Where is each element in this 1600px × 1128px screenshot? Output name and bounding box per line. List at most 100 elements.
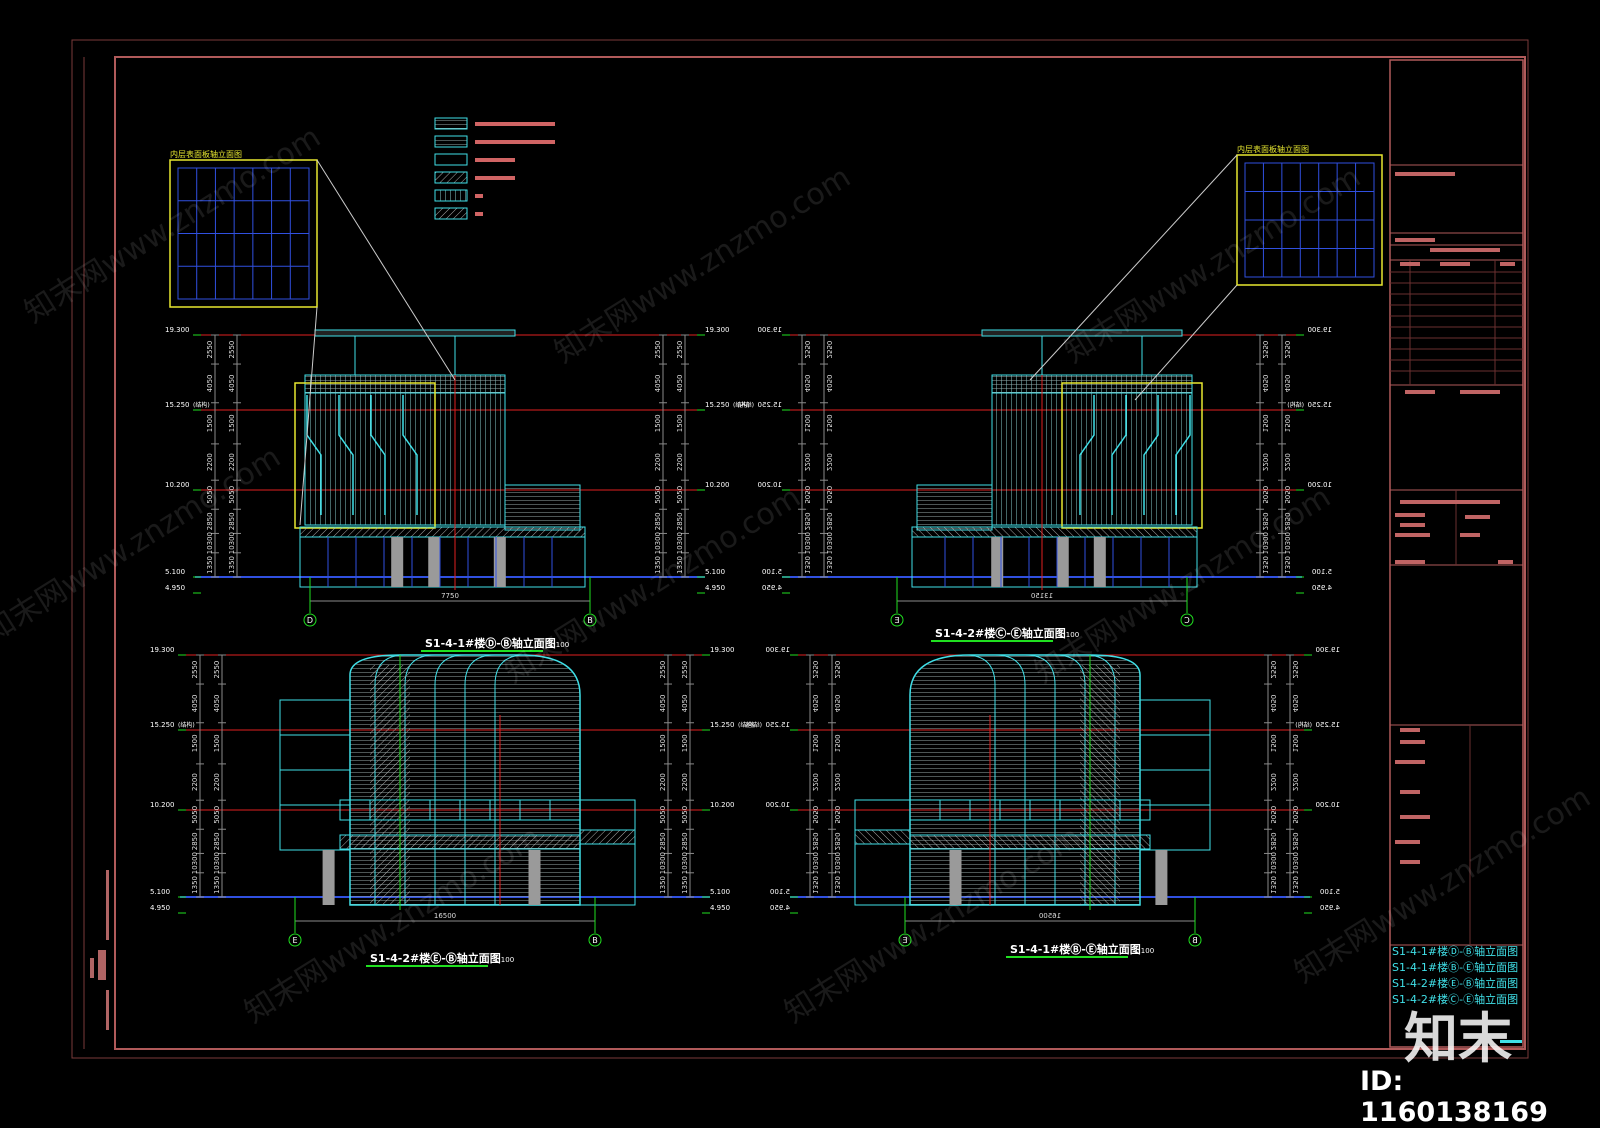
bottom_left-right-b-dim-text-7: 1350 [681,876,689,894]
top_right-leader-2 [1134,284,1238,401]
bottom_left-level-left-ground: 5.100 [150,888,170,896]
top_left-left-b-dim-text-2: 1500 [228,414,236,432]
top_right-level-left-ground: 5.100 [1312,568,1332,576]
top_left-facade-fin-0 [306,395,322,515]
bottom_left-level-left-roof: 19.300 [150,646,175,654]
top_left-right-b-dim-text-5: 2850 [676,512,684,530]
legend-swatch-3 [434,153,468,166]
top_left-level-note-right: (结构) [733,401,750,409]
bottom_left-level-note-left: (结构) [178,721,195,729]
bottom_left-left-b-dim-text-7: 1350 [213,876,221,894]
top_right-level-right-base: 4.950 [762,584,782,592]
title-block-text-bar-1 [1395,238,1435,242]
bottom_right-right-a-dim-text-5: 2850 [833,832,841,850]
bottom_left-left-b-dim-text-0: 2550 [213,661,221,679]
bottom_left-right-a-dim-text-1: 4050 [659,694,667,712]
bottom_left-column-1 [528,850,541,905]
top_left-right-a-dim-text-2: 1500 [654,414,662,432]
top_right-facade-fin-3 [1079,395,1095,515]
top_right-left-b-dim-text-1: 4050 [1261,374,1269,392]
bottom_right-level-note-right: (结构) [745,721,762,729]
top_right-right-b-dim-text-6: 10300 [803,532,811,554]
top_left-left-a-dim-text-2: 1500 [206,414,214,432]
bottom_left-right-b-dim-text-1: 4050 [681,694,689,712]
bottom_left-left-a-dim-text-1: 4050 [191,694,199,712]
top_right-left-a-dim-text-1: 4050 [1283,374,1291,392]
top_left-detail: 内层表面板轴立面图 [169,149,456,526]
bottom_right-right-b-dim-text-5: 2850 [811,832,819,850]
bottom_left-right-b-dim-text-6: 10300 [681,852,689,874]
top_right-leader-1 [1029,154,1238,381]
top_right-left-b-dim-text-7: 1350 [1261,556,1269,574]
bottom_right-left-b-dim-text-3: 2200 [1269,773,1277,791]
bottom_right-right-a-dim-text-1: 4050 [833,694,841,712]
bottom_right-left-a-dim-text-2: 1500 [1291,734,1299,752]
drawing-list-item-3: S1-4-2#楼Ⓔ-Ⓑ轴立面图 [1392,976,1518,990]
bottom_left-tower-rib-4 [494,654,526,905]
image-id-label: ID: 1160138169 [1360,1066,1548,1128]
top_left-level-left-middle: 10.200 [165,481,190,489]
bottom_left-grid-right-bubble-label: B [592,936,598,945]
bottom_right-ornament-band [909,834,1151,850]
bottom_left-right-a-dim-text-4: 5050 [659,806,667,824]
bottom_right-tower-rib-3 [994,654,1026,905]
bottom_right-left-a-dim-text-6: 10300 [1291,852,1299,874]
bottom_right-level-right-middle: 10.200 [766,801,791,809]
bottom_left-tower-rib-3 [464,654,496,905]
drawing-list-item-4: S1-4-2#楼Ⓒ-Ⓔ轴立面图 [1392,992,1518,1006]
bottom_left-grid-left-bubble-label: E [292,936,297,945]
top_left-column-2 [493,537,506,587]
top_left-left-a-dim-text-1: 4050 [206,374,214,392]
binding-strip-1 [98,950,106,980]
top_left-grid-left-bubble [303,613,317,627]
brand-logo-text: 知末 [1404,1007,1512,1070]
bottom_right-level-left-ground: 5.100 [1320,888,1340,896]
top_right-right-b-dim-text-7: 1350 [803,556,811,574]
top_left-level-right-roof: 19.300 [705,326,730,334]
top_right-column-2 [991,537,1004,587]
top_left-left-a-dim-text-3: 2200 [206,453,214,471]
bottom_left-right-a-dim-text-0: 2550 [659,661,667,679]
bottom_left-left-a-dim-text-7: 1350 [191,876,199,894]
top_right-scale: 1:100 [1059,631,1079,639]
bottom_right-grid-right-bubble-label: E [902,936,907,945]
top_right-width-dim: 13150 [1031,592,1053,600]
legend-label-bar-2 [475,140,555,144]
title-block-text-bar-4 [1440,262,1470,266]
top_left-level-right-ground: 5.100 [705,568,725,576]
top_left-main-block [304,374,506,526]
title-block-text-bar-3 [1400,262,1420,266]
top_left-level-right-upper: 15.250 [705,401,730,409]
top_right-level-note-right: (结构) [737,401,754,409]
bottom_left-right-b-dim-text-3: 2200 [681,773,689,791]
title-block: S1-4-1#楼Ⓓ-Ⓑ轴立面图S1-4-1#楼Ⓑ-Ⓔ轴立面图S1-4-2#楼Ⓔ-… [1389,59,1524,1048]
bottom_left-level-right-roof: 19.300 [710,646,735,654]
bottom_right-level-left-base: 4.950 [1320,904,1340,912]
top_right-right-b-dim-text-1: 4050 [803,374,811,392]
title-block-text-bar-8 [1400,500,1440,504]
bottom_left-level-right-middle: 10.200 [710,801,735,809]
top_right-right-a-dim-text-0: 2550 [825,341,833,359]
bottom_left-right-a-dim-text-3: 2200 [659,773,667,791]
top_left-left-b-dim-text-6: 10300 [228,532,236,554]
top_left-level-right-middle: 10.200 [705,481,730,489]
top_left-level-right-base: 4.950 [705,584,725,592]
drawing-list-item-2: S1-4-1#楼Ⓑ-Ⓔ轴立面图 [1392,960,1518,974]
top_right-right-a-dim-text-2: 1500 [825,414,833,432]
top_left-left-a-dim-text-4: 5050 [206,486,214,504]
bottom_left-left-a-dim-text-0: 2550 [191,661,199,679]
top_right-detail-frame [1236,154,1383,286]
bottom_left-right-a-dim-text-7: 1350 [659,876,667,894]
top_left-right-a-dim-text-4: 5050 [654,486,662,504]
top_left-left-b-dim-text-0: 2550 [228,341,236,359]
top_right-right-a-dim-text-7: 1350 [825,556,833,574]
top_left-column-1 [428,537,441,587]
bottom_right-left-a-dim-text-5: 2850 [1291,832,1299,850]
top_right-right-b-dim-text-3: 2200 [803,453,811,471]
top_right-level-left-upper: 15.250 [1308,401,1333,409]
drawing-list-marker [1500,1040,1522,1043]
bottom_right-left-b-dim-text-7: 1350 [1269,876,1277,894]
top_right-level-left-middle: 10.200 [1308,481,1333,489]
top_right-left-b-dim-text-6: 10300 [1261,532,1269,554]
top_right-main-block [991,374,1193,526]
